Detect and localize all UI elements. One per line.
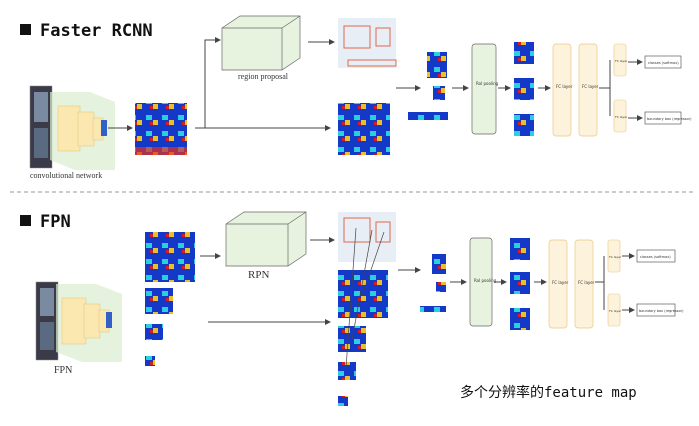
- fpn-input-image-stack: [35, 281, 59, 361]
- roi-pooling-block: [471, 43, 497, 135]
- fpn-classes-output: [636, 249, 676, 263]
- svg-text:RoI pooling: RoI pooling: [474, 278, 497, 283]
- roi-pooling-label: RoI pooling: [476, 81, 499, 86]
- fc-bbox-branch: [613, 99, 627, 133]
- fc-layer-1: [552, 43, 572, 137]
- conv-network-label: convolutional network: [30, 171, 102, 180]
- fpn-fc-class-branch: [607, 239, 621, 273]
- svg-text:classes (softmax): classes (softmax): [648, 61, 679, 65]
- fpn-diagram: FPN RPN: [35, 211, 684, 406]
- proposals-panel: [338, 18, 397, 68]
- roi-crops: [408, 52, 448, 120]
- fpn-roi-pooling-block: [469, 237, 493, 327]
- svg-text:FC layer: FC layer: [609, 309, 622, 313]
- caption-multi-resolution: 多个分辨率的feature map: [460, 385, 637, 401]
- svg-text:boundary box (regressor): boundary box (regressor): [639, 309, 684, 313]
- fpn-label: FPN: [54, 365, 72, 376]
- fpn-pooled-features: [510, 238, 530, 330]
- fpn-bbox-output: [636, 303, 676, 317]
- svg-text:FC layer: FC layer: [615, 59, 628, 63]
- svg-text:FC layer: FC layer: [578, 280, 595, 285]
- fpn-fc-bbox-branch: [607, 293, 621, 327]
- fpn-fc-layer-2: [574, 239, 594, 329]
- bullet-square-icon: [20, 24, 31, 35]
- section-title-faster-rcnn: Faster RCNN: [20, 21, 153, 41]
- fc-layer-2: [578, 43, 598, 137]
- fpn-fc-layer-1: [548, 239, 568, 329]
- conv-network-block: [50, 92, 115, 170]
- fpn-proposals-panel: [338, 212, 396, 262]
- svg-text:FC layer: FC layer: [609, 255, 622, 259]
- svg-text:FC layer: FC layer: [552, 280, 569, 285]
- fpn-multiscale-maps: [338, 227, 388, 406]
- pooled-features: [514, 42, 534, 136]
- classes-output: [644, 55, 682, 69]
- svg-text:boundary box (regressor): boundary box (regressor): [647, 117, 692, 121]
- svg-text:FC layer: FC layer: [582, 84, 599, 89]
- feature-pyramid: [145, 232, 195, 366]
- fpn-conv-block: [56, 284, 122, 362]
- input-image-stack: [29, 85, 53, 169]
- fpn-roi-crops: [420, 254, 446, 312]
- feature-map-copy: [338, 103, 390, 155]
- rpn-block: [225, 211, 307, 267]
- bullet-square-icon: [20, 215, 31, 226]
- rpn-label: RPN: [248, 269, 269, 281]
- region-proposal-block: [221, 15, 301, 71]
- bbox-output: [644, 111, 682, 125]
- svg-text:FC layer: FC layer: [615, 115, 628, 119]
- fc-class-branch: [613, 43, 627, 77]
- faster-rcnn-diagram: convolutional network region proposal: [29, 15, 692, 180]
- svg-text:classes (softmax): classes (softmax): [640, 255, 671, 259]
- section-title-fpn: FPN: [20, 212, 71, 232]
- svg-text:FC layer: FC layer: [556, 84, 573, 89]
- feature-map: [135, 103, 187, 155]
- region-proposal-label: region proposal: [238, 72, 289, 81]
